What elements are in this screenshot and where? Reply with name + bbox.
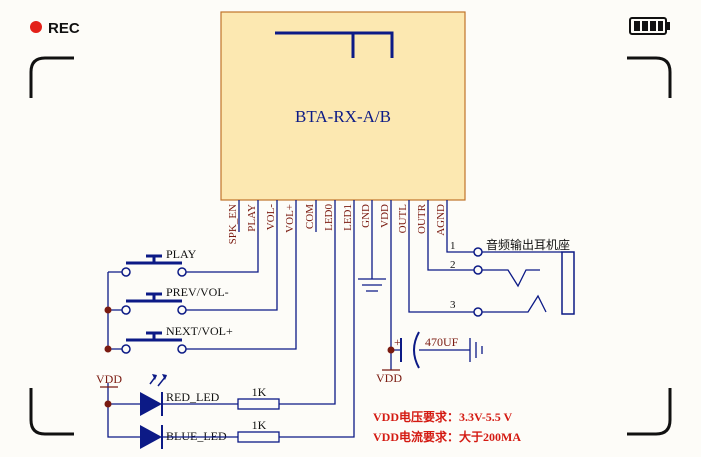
module-block: BTA-RX-A/B: [220, 11, 466, 201]
jack-label: 音频输出耳机座: [486, 237, 570, 252]
push-button-0: PLAY: [121, 247, 197, 277]
junction-dots: [104, 306, 395, 408]
module-body: [220, 11, 466, 201]
frame-corner-br-icon: [627, 388, 672, 436]
light-arrow-icon: [149, 375, 167, 387]
pin-label-0: SPK_EN: [227, 204, 239, 244]
pin-label-10: OUTR: [416, 203, 428, 234]
jack-pin-3: 3: [450, 299, 456, 311]
vdd-left-label: VDD: [96, 372, 122, 386]
push-button-2: NEXT/VOL+: [121, 324, 233, 354]
pin-label-3: VOL+: [284, 204, 296, 233]
red-led-label: RED_LED: [166, 390, 220, 404]
capacitor-value: 470UF: [425, 335, 459, 349]
jack-pin-1: 1: [450, 240, 456, 252]
capacitor: + 470UF: [394, 331, 459, 369]
pin-label-4: COM: [304, 204, 316, 229]
pin-label-5: LED0: [323, 204, 335, 231]
headphone-jack: 1 2 3 音频输出耳机座: [450, 237, 575, 317]
camera-overlay: REC: [29, 17, 672, 436]
vdd-bottom-label: VDD: [376, 371, 402, 385]
rec-label: REC: [48, 20, 80, 37]
jack-pin-2: 2: [450, 259, 456, 271]
antenna-icon: [275, 31, 394, 58]
blue-led: [128, 425, 170, 449]
pin-label-7: GND: [360, 204, 372, 228]
pin-label-6: LED1: [342, 204, 354, 231]
button-label-2: NEXT/VOL+: [166, 324, 233, 338]
push-buttons: PLAY PREV/VOL- NEXT/VOL+: [121, 247, 233, 354]
pin-label-2: VOL-: [265, 204, 277, 231]
module-title: BTA-RX-A/B: [295, 107, 391, 126]
rec-dot-icon: [30, 21, 42, 33]
push-button-1: PREV/VOL-: [121, 285, 229, 315]
module-pins: SPK_EN PLAY VOL- VOL+ COM LED0 LED1 GND VDD OUTL O…: [227, 200, 448, 244]
frame-corner-tl-icon: [29, 56, 74, 98]
resistor-blue: [237, 431, 280, 443]
pin-label-11: AGND: [435, 204, 447, 236]
frame-corner-bl-icon: [29, 388, 74, 436]
button-label-0: PLAY: [166, 247, 197, 261]
resistor-blue-value: 1K: [252, 418, 267, 432]
note-current: VDD电流要求：大于200MA: [373, 429, 521, 444]
resistor-red-value: 1K: [252, 385, 267, 399]
pin-label-9: OUTL: [397, 204, 409, 234]
note-voltage: VDD电压要求：3.3V-5.5 V: [373, 409, 513, 424]
wiring: [107, 232, 483, 438]
button-label-1: PREV/VOL-: [166, 285, 229, 299]
resistor-red: [237, 398, 280, 410]
capacitor-plus: +: [394, 335, 401, 349]
red-led: [128, 374, 170, 416]
pin-label-8: VDD: [379, 204, 391, 228]
frame-corner-tr-icon: [627, 56, 672, 98]
battery-icon: [629, 17, 670, 35]
pin-label-1: PLAY: [246, 204, 258, 232]
blue-led-label: BLUE_LED: [166, 429, 227, 443]
